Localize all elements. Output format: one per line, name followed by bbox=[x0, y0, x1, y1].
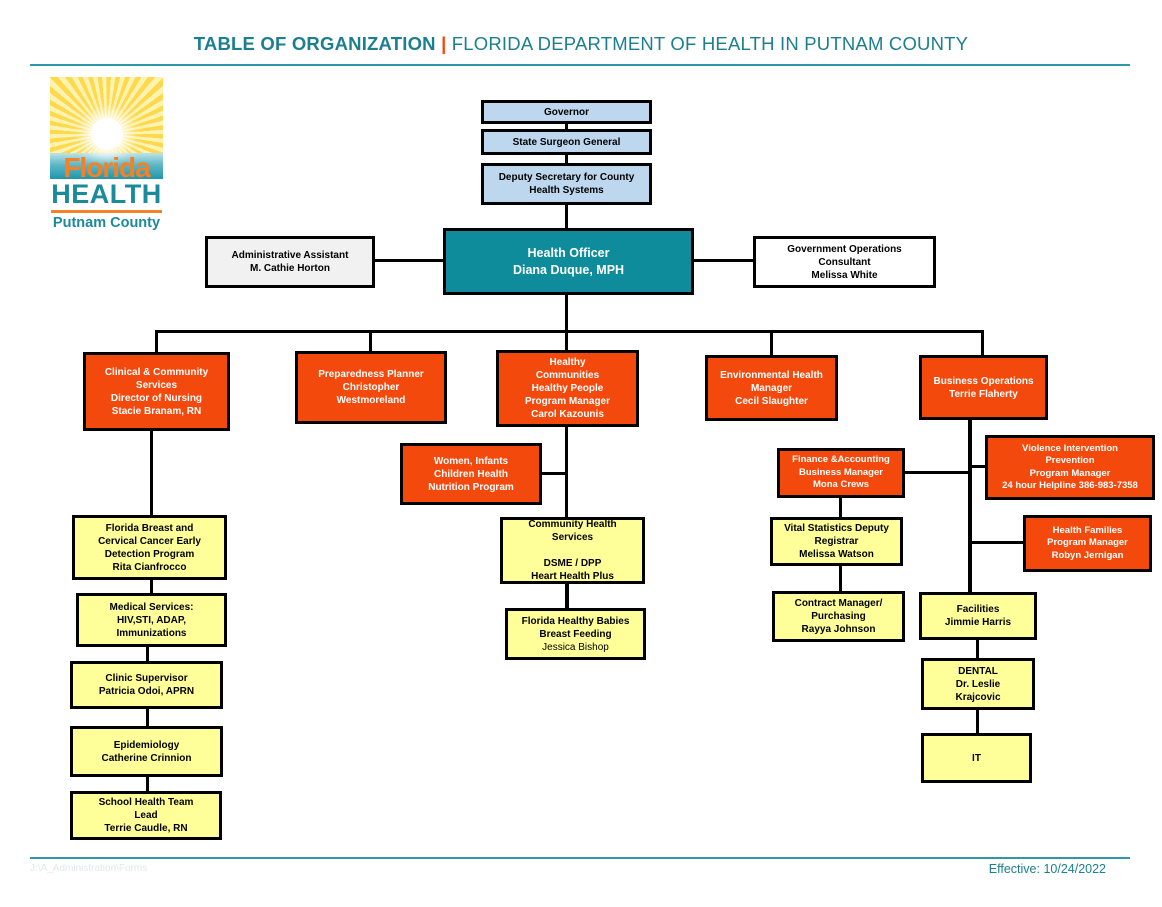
node-florida-healthy-babies-title: Florida Healthy Babies Breast Feeding bbox=[521, 615, 630, 640]
connector-spine-environmental bbox=[770, 330, 773, 356]
node-breast-cancer-program: Florida Breast and Cervical Cancer Early… bbox=[72, 515, 227, 580]
node-environmental-health: Environmental Health Manager Cecil Slaug… bbox=[705, 355, 838, 421]
node-business-operations: Business Operations Terrie Flaherty bbox=[919, 355, 1048, 420]
node-facilities: Facilities Jimmie Harris bbox=[919, 592, 1037, 640]
connector-healthycomm-community bbox=[565, 426, 568, 518]
connector-healthofficer-govops bbox=[693, 259, 754, 262]
connector-facilities-dental bbox=[976, 639, 979, 659]
node-preparedness-planner: Preparedness Planner Christopher Westmor… bbox=[295, 351, 447, 424]
node-health-families: Health Families Program Manager Robyn Je… bbox=[1023, 515, 1152, 572]
logo-health-text: HEALTH bbox=[51, 179, 162, 209]
connector-vital-contract bbox=[839, 565, 842, 592]
connector-deputy-healthofficer bbox=[565, 204, 568, 229]
connector-wic-chain bbox=[541, 472, 566, 475]
node-clinic-supervisor: Clinic Supervisor Patricia Odoi, APRN bbox=[70, 661, 223, 709]
page-title-sub: FLORIDA DEPARTMENT OF HEALTH IN PUTNAM C… bbox=[451, 33, 969, 54]
connector-surgeon-deputy bbox=[565, 154, 568, 165]
node-health-officer: Health Officer Diana Duque, MPH bbox=[443, 228, 694, 295]
water-band bbox=[50, 153, 163, 179]
connector-healthofficer-spine bbox=[565, 294, 568, 333]
logo-county-text: Putnam County bbox=[52, 215, 161, 232]
connector-governor-surgeon bbox=[565, 122, 568, 132]
node-administrative-assistant: Administrative Assistant M. Cathie Horto… bbox=[205, 236, 375, 288]
node-governor: Governor bbox=[481, 100, 652, 124]
connector-admin-healthofficer bbox=[374, 259, 444, 262]
connector-chain-violence bbox=[971, 465, 986, 468]
connector-community-babies bbox=[565, 583, 569, 609]
node-medical-services: Medical Services: HIV,STI, ADAP, Immuniz… bbox=[76, 593, 227, 647]
logo-florida-text: Florida bbox=[63, 152, 150, 179]
connector-chain-families bbox=[971, 541, 1024, 544]
node-clinical-community-services: Clinical & Community Services Director o… bbox=[83, 352, 230, 431]
node-violence-intervention: Violence Intervention Prevention Program… bbox=[985, 435, 1155, 500]
node-epidemiology: Epidemiology Catherine Crinnion bbox=[70, 726, 223, 777]
node-florida-healthy-babies-name: Jessica Bishop bbox=[542, 641, 609, 653]
node-school-health-team: School Health Team Lead Terrie Caudle, R… bbox=[70, 791, 222, 840]
connector-spine-business bbox=[981, 330, 984, 356]
footer-file-path: J:\A_Administration\Forms bbox=[30, 863, 148, 874]
node-it: IT bbox=[921, 733, 1032, 783]
node-vital-statistics: Vital Statistics Deputy Registrar Meliss… bbox=[770, 517, 903, 566]
page-title: TABLE OF ORGANIZATION | FLORIDA DEPARTME… bbox=[0, 33, 1162, 55]
node-dental: DENTAL Dr. Leslie Krajcovic bbox=[921, 658, 1035, 710]
header-rule bbox=[30, 64, 1130, 66]
node-state-surgeon-general: State Surgeon General bbox=[481, 129, 652, 155]
page-title-main: TABLE OF ORGANIZATION bbox=[193, 33, 442, 54]
connector-business-facilities bbox=[968, 419, 972, 593]
footer-effective-date: Effective: 10/24/2022 bbox=[988, 862, 1106, 876]
page-title-separator: | bbox=[441, 33, 452, 54]
connector-spine bbox=[155, 330, 984, 333]
footer-rule bbox=[30, 857, 1130, 859]
connector-clinic-epidemiology bbox=[146, 708, 149, 727]
connector-breast-medical bbox=[150, 579, 153, 594]
connector-medical-clinic bbox=[146, 646, 149, 662]
node-wic-program: Women, Infants Children Health Nutrition… bbox=[400, 443, 542, 505]
connector-spine-preparedness bbox=[369, 330, 372, 352]
connector-finance-chain bbox=[904, 471, 969, 474]
node-finance-accounting: Finance &Accounting Business Manager Mon… bbox=[777, 448, 905, 498]
connector-spine-healthycomm bbox=[565, 330, 568, 351]
connector-finance-vital bbox=[839, 497, 842, 518]
node-contract-manager: Contract Manager/ Purchasing Rayya Johns… bbox=[772, 591, 905, 642]
logo-divider bbox=[51, 210, 162, 214]
connector-epidemiology-school bbox=[146, 776, 149, 792]
connector-dental-it bbox=[976, 709, 979, 734]
connector-clinical-breast bbox=[150, 430, 153, 516]
node-community-health-services: Community Health Services DSME / DPP Hea… bbox=[500, 517, 645, 584]
connector-spine-clinical bbox=[155, 330, 158, 353]
node-healthy-communities: Healthy Communities Healthy People Progr… bbox=[496, 350, 639, 427]
florida-health-logo: Florida HEALTH Putnam County bbox=[50, 77, 163, 231]
node-government-operations-consultant: Government Operations Consultant Melissa… bbox=[753, 236, 936, 288]
sun-rays-icon: Florida bbox=[50, 77, 163, 179]
node-deputy-secretary: Deputy Secretary for County Health Syste… bbox=[481, 163, 652, 205]
